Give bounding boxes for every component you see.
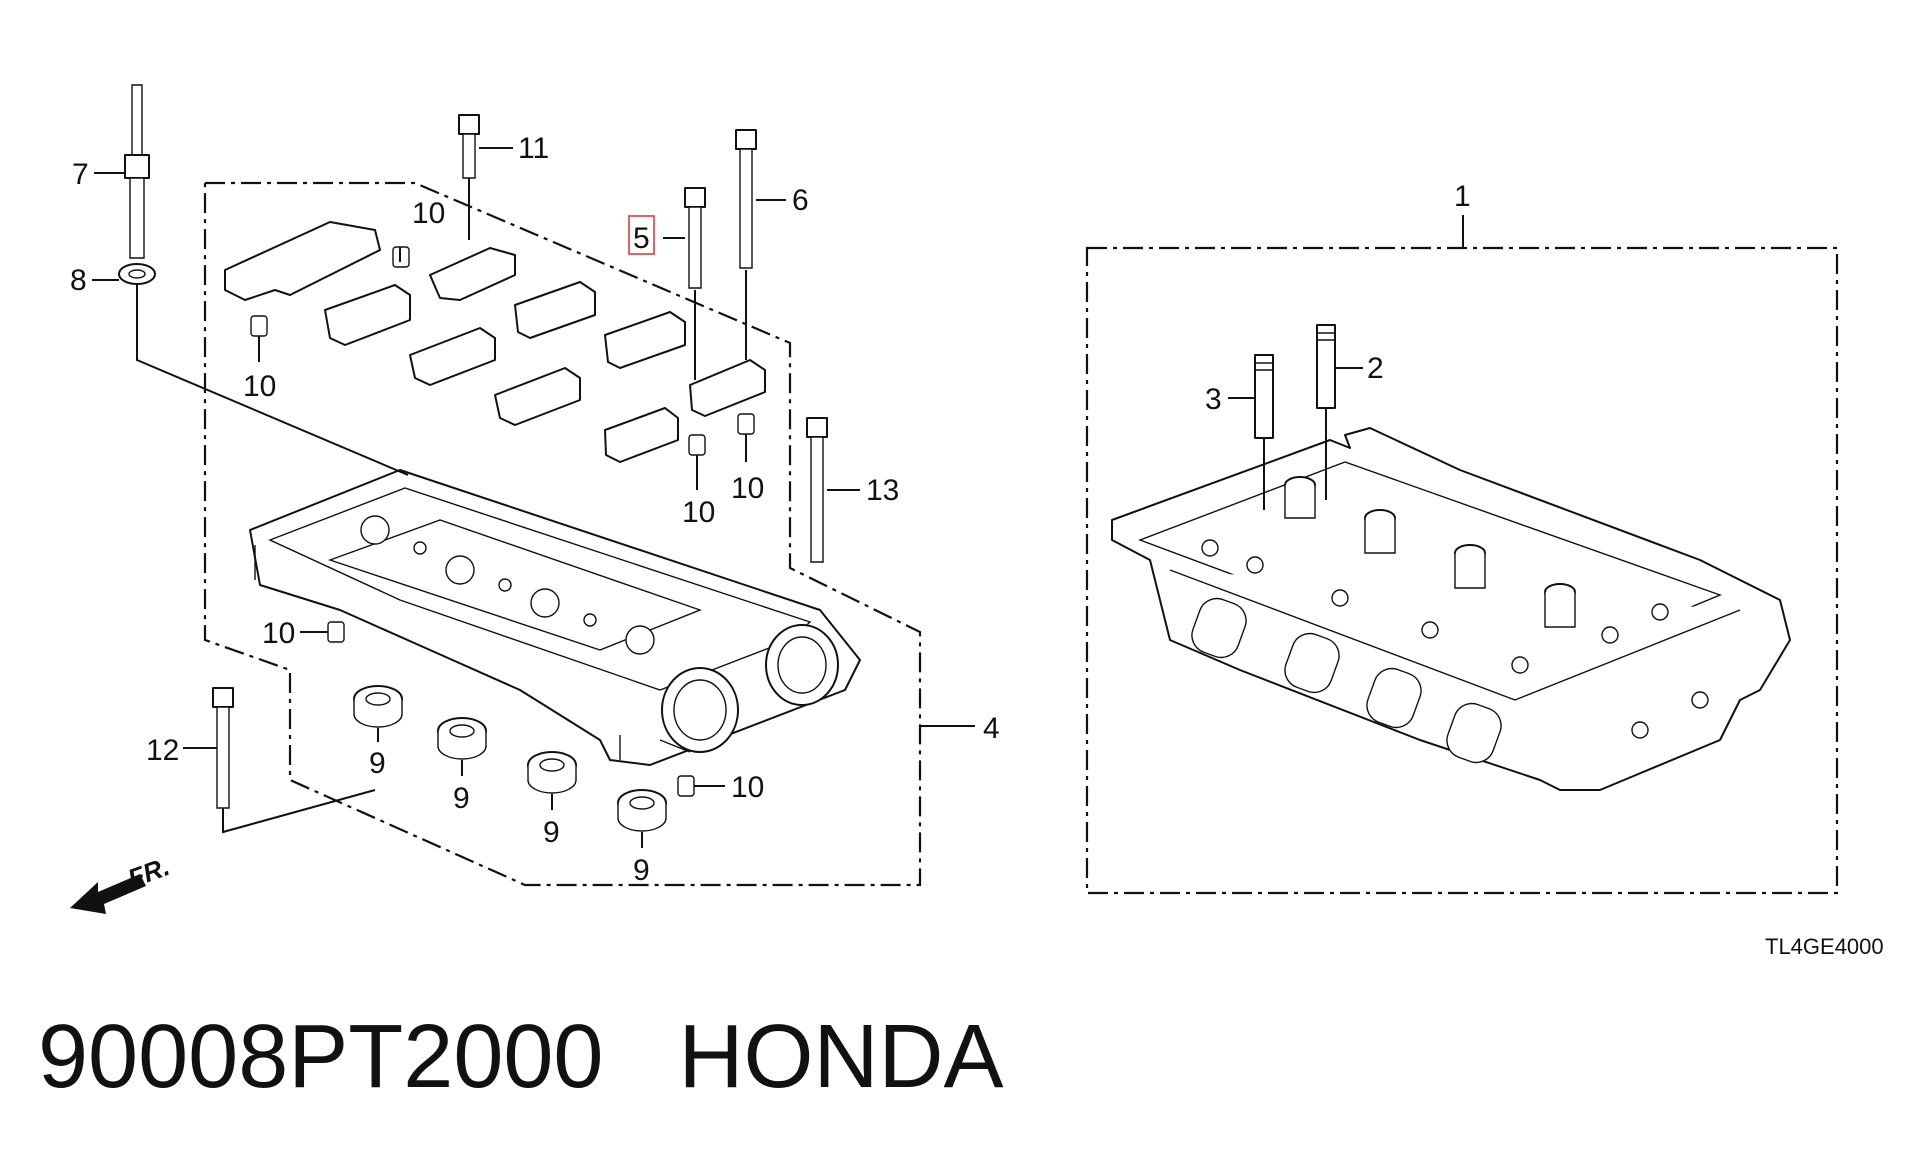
cylinder-head-assembly: 1 2 3 — [1085, 180, 1839, 895]
callout-10[interactable]: 10 — [412, 197, 445, 230]
callout-10[interactable]: 10 — [731, 472, 764, 505]
callout-10[interactable]: 10 — [731, 771, 764, 804]
callout-11[interactable]: 11 — [518, 132, 549, 165]
cam-cover-body — [249, 469, 861, 766]
callout-7[interactable]: 7 — [72, 158, 89, 191]
callout-9[interactable]: 9 — [369, 747, 386, 780]
callout-12[interactable]: 12 — [146, 734, 179, 767]
callout-9[interactable]: 9 — [633, 854, 650, 887]
leader-lines — [92, 147, 975, 848]
callout-4[interactable]: 4 — [983, 712, 1000, 745]
dowel-pins — [250, 246, 755, 797]
callout-10[interactable]: 10 — [682, 496, 715, 529]
leader-lines-right — [1228, 215, 1464, 510]
callout-labels-right: 1 2 3 — [1205, 180, 1471, 416]
valve-guide-2 — [1316, 324, 1336, 409]
callout-10[interactable]: 10 — [262, 617, 295, 650]
valve-guide-3 — [1254, 354, 1274, 439]
oil-seals — [353, 685, 667, 832]
group-4-boundary — [203, 181, 922, 887]
callout-9[interactable]: 9 — [453, 782, 470, 815]
callout-8[interactable]: 8 — [70, 264, 87, 297]
callout-9[interactable]: 9 — [543, 816, 560, 849]
front-direction-arrow: FR. — [70, 851, 173, 914]
callout-13[interactable]: 13 — [866, 474, 899, 507]
brand-name: HONDA — [678, 1007, 1004, 1107]
cap-front-large — [224, 221, 381, 301]
caption: 90008PT2000 HONDA — [38, 1012, 1004, 1102]
camshaft-holder-assembly: 7 8 11 10 5 6 10 10 10 13 10 4 12 10 9 9… — [70, 84, 1000, 914]
callout-3[interactable]: 3 — [1205, 383, 1222, 416]
callout-1[interactable]: 1 — [1454, 180, 1471, 213]
callout-5[interactable]: 5 — [633, 222, 650, 255]
part-number: 90008PT2000 — [38, 1007, 604, 1107]
front-label: FR. — [124, 851, 174, 894]
callout-labels: 7 8 11 10 5 6 10 10 10 13 10 4 12 10 9 9… — [70, 132, 1000, 887]
callout-10[interactable]: 10 — [243, 370, 276, 403]
cylinder-head-body — [1111, 427, 1791, 791]
drawing-code: TL4GE4000 — [1765, 934, 1884, 959]
valve-guides — [1254, 324, 1336, 439]
highlighted-callout-box — [628, 215, 655, 255]
arrow-left-icon — [70, 874, 146, 914]
bolts — [118, 84, 828, 809]
callout-6[interactable]: 6 — [792, 184, 809, 217]
camshaft-caps — [224, 221, 766, 463]
callout-2[interactable]: 2 — [1367, 352, 1384, 385]
